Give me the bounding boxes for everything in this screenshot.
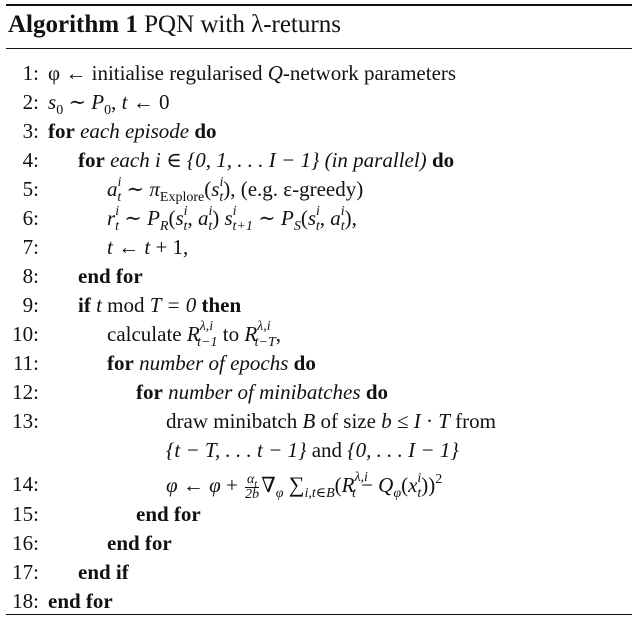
line-body: φ ← initialise regularised Q-network par… xyxy=(48,59,456,88)
algorithm-line-13-continued: {t − T, . . . t − 1} and {0, . . . I − 1… xyxy=(6,436,632,465)
line-number: 12: xyxy=(12,380,39,404)
keyword-do: do xyxy=(293,351,316,375)
line-number: 1: xyxy=(22,61,39,85)
line-math: T = 0 xyxy=(149,293,197,317)
keyword-for: for xyxy=(136,380,163,404)
algorithm-line-12: 12: for number of minibatches do xyxy=(6,378,632,407)
algorithm-line-16: 16: end for xyxy=(6,529,632,558)
keyword-then: then xyxy=(201,293,242,317)
line-body: {t − T, . . . t − 1} and {0, . . . I − 1… xyxy=(166,436,459,465)
line-number: 2: xyxy=(22,90,39,114)
line-number: 6: xyxy=(22,206,39,230)
algorithm-title: PQN with λ-returns xyxy=(144,11,341,38)
line-text: of size xyxy=(315,409,382,433)
algorithm-line-11: 11: for number of epochs do xyxy=(6,349,632,378)
keyword-do: do xyxy=(431,148,455,172)
line-math: i ∈ {0, 1, . . . I − 1} xyxy=(154,148,320,172)
line-body: for number of minibatches do xyxy=(136,378,388,407)
keyword-end-for: end for xyxy=(107,531,172,555)
line-body: calculate Rλ,it−1 to Rλ,it−T, xyxy=(107,319,281,351)
line-text: , (e.g. ε-greedy) xyxy=(230,177,364,201)
line-text: ≤ xyxy=(391,409,414,433)
line-math: Q xyxy=(267,61,283,85)
algorithm-line-6: 6: rit ∼ PR(sit, ait) sit+1 ∼ PS(sit, ai… xyxy=(6,204,632,235)
caption-rule xyxy=(6,48,632,49)
line-number: 4: xyxy=(22,148,39,172)
line-number: 5: xyxy=(22,177,39,201)
line-math: t xyxy=(96,293,102,317)
keyword-end-if: end if xyxy=(78,560,129,584)
algorithm-line-3: 3: for each episode do xyxy=(6,117,632,146)
algorithm-line-18: 18: end for xyxy=(6,587,632,616)
keyword-end-for: end for xyxy=(136,502,201,526)
line-math: {t − T, . . . t − 1} xyxy=(166,438,307,462)
keyword-for: for xyxy=(78,148,105,172)
algorithm-line-2: 2: s0 ∼ P0, t ← 0 xyxy=(6,88,632,119)
line-body: if t mod T = 0 then xyxy=(78,291,241,320)
line-text: (in parallel) xyxy=(324,148,427,172)
line-text: Explore xyxy=(159,190,205,206)
algorithm-line-17: 17: end if xyxy=(6,558,632,587)
line-number: 10: xyxy=(12,322,39,346)
line-text: draw minibatch xyxy=(166,409,303,433)
top-rule xyxy=(6,4,632,6)
keyword-do: do xyxy=(194,119,217,143)
line-number: 11: xyxy=(12,351,39,375)
line-text: φ ← initialise regularised xyxy=(48,61,268,85)
algorithm-line-13: 13: draw minibatch B of size b ≤ I · T f… xyxy=(6,407,632,436)
algorithm-label: Algorithm 1 xyxy=(8,11,138,38)
line-text: each xyxy=(110,148,150,172)
line-body: for number of epochs do xyxy=(107,349,316,378)
algorithm-line-5: 5: ait ∼ πExplore(sit), (e.g. ε-greedy) xyxy=(6,175,632,206)
algorithm-caption: Algorithm 1 PQN with λ-returns xyxy=(8,9,341,41)
line-number: 13: xyxy=(12,409,39,433)
algorithm-line-4: 4: for each i ∈ {0, 1, . . . I − 1} (in … xyxy=(6,146,632,175)
line-number: 18: xyxy=(12,589,39,613)
line-number: 9: xyxy=(22,293,39,317)
line-text: mod xyxy=(101,293,150,317)
line-number: 15: xyxy=(12,502,39,526)
keyword-for: for xyxy=(107,351,134,375)
line-body: draw minibatch B of size b ≤ I · T from xyxy=(166,409,496,433)
line-text: number of minibatches xyxy=(168,380,361,404)
algorithm-line-10: 10: calculate Rλ,it−1 to Rλ,it−T, xyxy=(6,319,632,351)
line-body: ait ∼ πExplore(sit), (e.g. ε-greedy) xyxy=(107,175,364,206)
keyword-end-for: end for xyxy=(48,589,113,613)
line-text: each episode xyxy=(80,119,190,143)
line-body: for each i ∈ {0, 1, . . . I − 1} (in par… xyxy=(78,146,454,175)
line-number: 7: xyxy=(22,235,39,259)
line-text: from xyxy=(449,409,496,433)
line-body: t ← t + 1, xyxy=(107,235,189,259)
keyword-for: for xyxy=(48,119,75,143)
algorithm-line-1: 1: φ ← initialise regularised Q-network … xyxy=(6,59,632,88)
line-text: to xyxy=(217,322,245,346)
line-number: 8: xyxy=(22,264,39,288)
line-number: 3: xyxy=(22,119,39,143)
line-number: 16: xyxy=(12,531,39,555)
bottom-rule xyxy=(6,614,632,615)
line-body: rit ∼ PR(sit, ait) sit+1 ∼ PS(sit, ait), xyxy=(107,204,357,235)
algorithm-block: Algorithm 1 PQN with λ-returns 1: φ ← in… xyxy=(6,4,632,616)
line-number: 14: xyxy=(12,472,39,496)
keyword-do: do xyxy=(365,380,388,404)
line-math: {0, . . . I − 1} xyxy=(347,438,459,462)
line-body: for each episode do xyxy=(48,117,217,146)
algorithm-line-9: 9: if t mod T = 0 then xyxy=(6,291,632,320)
keyword-if: if xyxy=(78,293,91,317)
algorithm-line-7: 7: t ← t + 1, xyxy=(6,233,632,262)
algorithm-line-8: 8: end for xyxy=(6,262,632,291)
line-text: and xyxy=(306,438,348,462)
line-body: s0 ∼ P0, t ← 0 xyxy=(48,90,170,119)
line-text: number of epochs xyxy=(139,351,289,375)
line-text: calculate xyxy=(107,322,187,346)
keyword-end-for: end for xyxy=(78,264,143,288)
algorithm-line-15: 15: end for xyxy=(6,500,632,529)
line-number: 17: xyxy=(12,560,39,584)
line-text: -network parameters xyxy=(282,61,457,85)
